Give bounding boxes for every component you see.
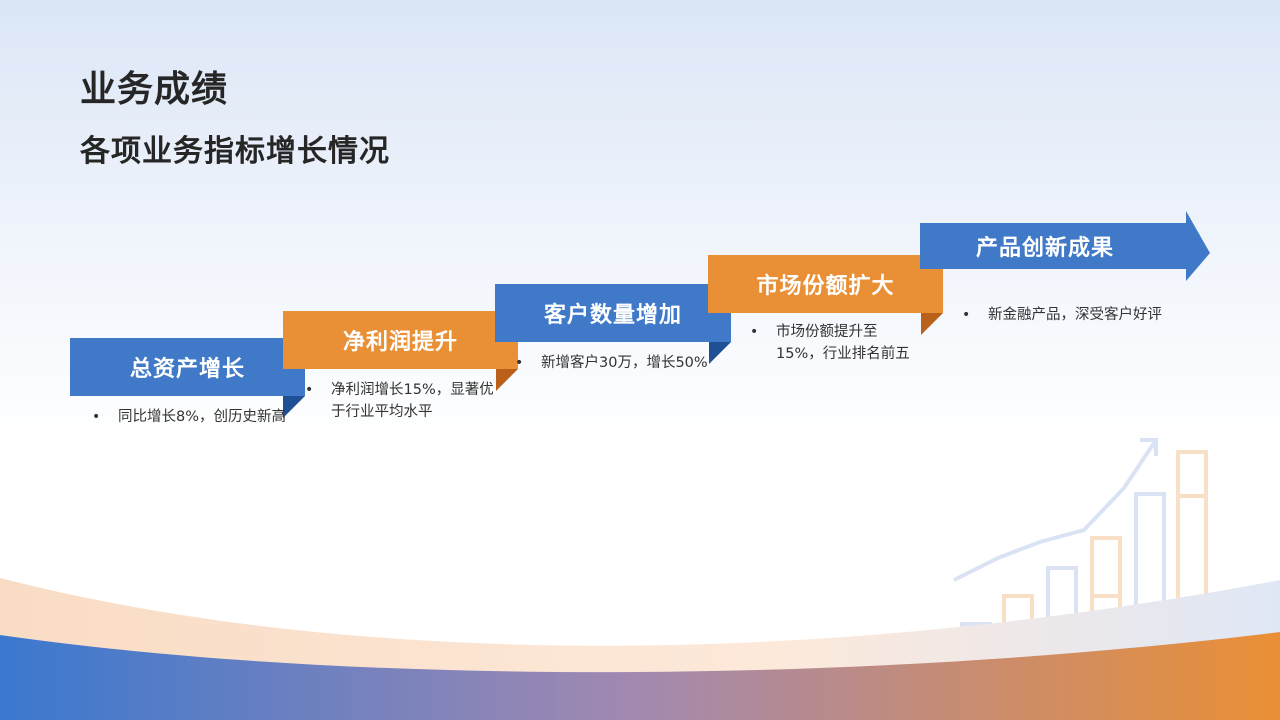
slide-title: 业务成绩 [80, 69, 229, 110]
step-banner: 客户数量增加 [495, 284, 731, 342]
step-title: 客户数量增加 [543, 303, 682, 328]
bullet-icon: • [515, 355, 524, 371]
step-description-text: 新增客户30万，增长50% [541, 355, 708, 371]
step-title: 产品创新成果 [975, 236, 1114, 261]
step-description: • 新增客户30万，增长50% [515, 352, 751, 374]
step-arrow-banner: 产品创新成果 [920, 211, 1210, 281]
bullet-icon: • [305, 382, 314, 398]
step-title: 总资产增长 [129, 357, 245, 382]
slide-subtitle: 各项业务指标增长情况 [80, 134, 390, 169]
bullet-icon: • [750, 324, 759, 340]
bullet-icon: • [92, 409, 101, 425]
step-banner: 总资产增长 [70, 338, 305, 396]
bottom-wave-decoration [0, 578, 1280, 720]
bullet-icon: • [962, 307, 971, 323]
step-description: • 同比增长8%，创历史新高 [92, 406, 307, 428]
step-description: • 净利润增长15%，显著优于行业平均水平 [305, 379, 505, 423]
step-customer-count: 客户数量增加 • 新增客户30万，增长50% [495, 284, 731, 371]
step-market-share: 市场份额扩大 • 市场份额提升至15%，行业排名前五 [708, 255, 943, 362]
step-description: • 市场份额提升至15%，行业排名前五 [750, 321, 918, 365]
step-net-profit: 净利润提升 • 净利润增长15%，显著优于行业平均水平 [283, 311, 518, 420]
step-title: 市场份额扩大 [756, 274, 895, 299]
step-description-text: 新金融产品，深受客户好评 [988, 307, 1162, 323]
step-banner: 净利润提升 [283, 311, 518, 369]
step-description-text: 净利润增长15%，显著优于行业平均水平 [331, 382, 494, 420]
step-title: 净利润提升 [342, 330, 458, 355]
step-product-innovation: 产品创新成果 • 新金融产品，深受客户好评 [920, 211, 1210, 323]
step-description: • 新金融产品，深受客户好评 [962, 304, 1202, 326]
step-banner: 市场份额扩大 [708, 255, 943, 313]
step-description-text: 同比增长8%，创历史新高 [118, 409, 287, 425]
step-total-assets: 总资产增长 • 同比增长8%，创历史新高 [70, 338, 305, 425]
step-description-text: 市场份额提升至15%，行业排名前五 [776, 324, 910, 362]
step-fold [921, 313, 943, 335]
